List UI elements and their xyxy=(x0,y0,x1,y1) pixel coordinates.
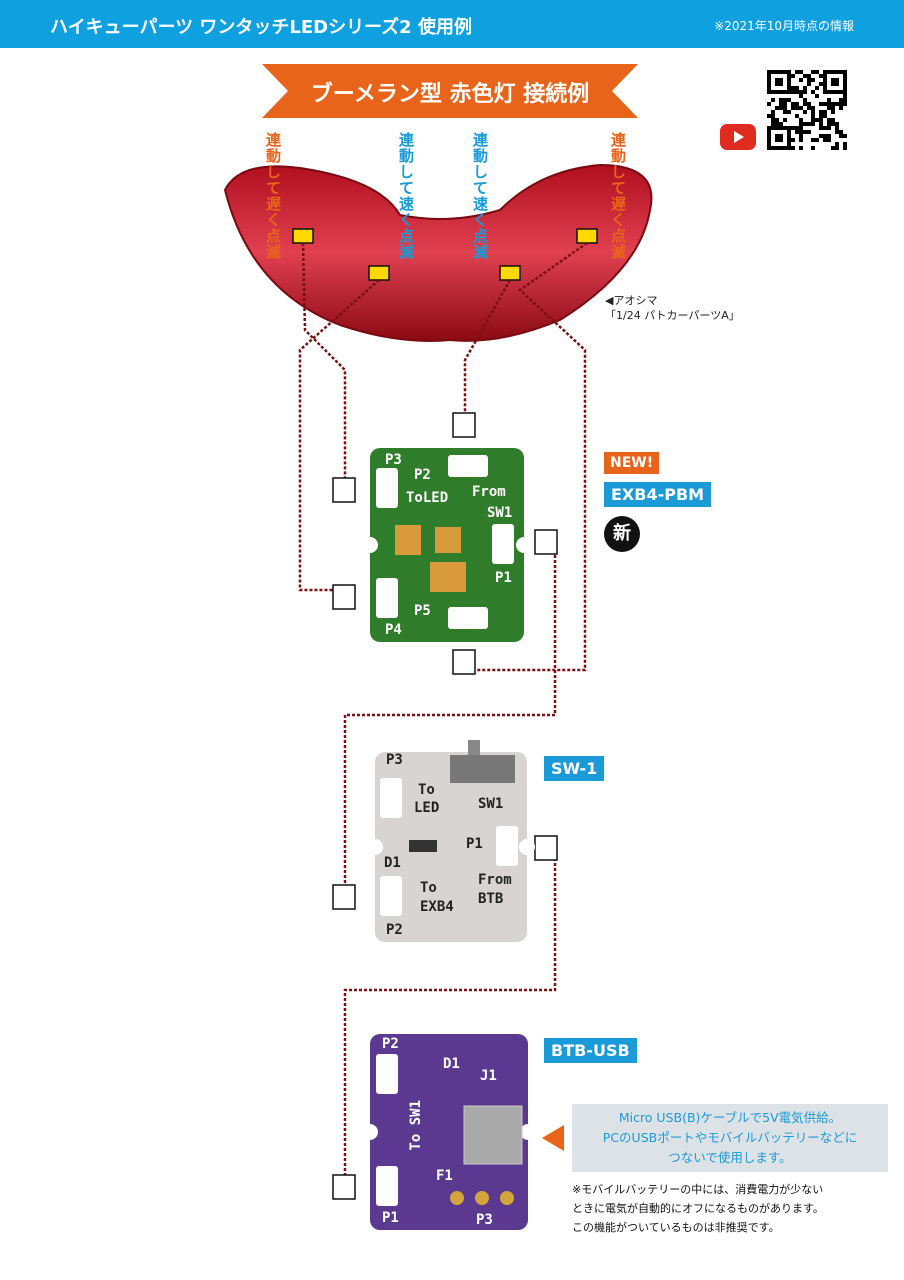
wire xyxy=(343,545,557,892)
silk-label: P4 xyxy=(385,622,402,638)
silk-label: SW1 xyxy=(478,796,504,812)
page-title: ハイキューパーツ ワンタッチLEDシリーズ2 使用例 xyxy=(50,17,472,38)
warning-line: この機能がついているものは非推奨です。 xyxy=(572,1221,780,1234)
wire xyxy=(463,279,512,415)
silk-label: P2 xyxy=(414,467,431,483)
silk-label: F1 xyxy=(436,1168,453,1184)
silk-label: From xyxy=(472,484,506,500)
sw1-board xyxy=(375,752,527,942)
silk-label: D1 xyxy=(384,855,401,871)
led-outer-left xyxy=(292,228,314,244)
wire xyxy=(298,279,380,592)
note-line: Micro USB(B)ケーブルで5V電気供給。 xyxy=(618,1110,842,1125)
silk-label: J1 xyxy=(480,1068,497,1084)
silk-label: D1 xyxy=(443,1056,460,1072)
silk-label: P2 xyxy=(382,1036,399,1052)
silk-label: BTB xyxy=(478,891,504,907)
product-caption: ◀アオシマ 「1/24 パトカーパーツA」 xyxy=(605,293,740,323)
silk-label: From xyxy=(478,872,512,888)
led-inner-right xyxy=(499,265,521,281)
warning-line: ときに電気が自動的にオフになるものがあります。 xyxy=(572,1202,824,1215)
note-line: つないで使用します。 xyxy=(668,1150,792,1165)
silk-label: P1 xyxy=(382,1210,399,1226)
silk-label: P1 xyxy=(466,836,483,852)
silk-label: P3 xyxy=(386,752,403,768)
silk-label: SW1 xyxy=(487,505,513,521)
caption-line: 「1/24 パトカーパーツA」 xyxy=(605,309,740,322)
silk-label: To xyxy=(418,782,435,798)
board-name-sw1: SW-1 xyxy=(544,756,605,781)
led-label-slow: 連動して遅く点滅 xyxy=(609,132,627,260)
boomerang-light xyxy=(223,163,653,342)
silk-label: P1 xyxy=(495,570,512,586)
qr-code[interactable] xyxy=(767,70,847,150)
caption-line: ◀アオシマ xyxy=(605,294,658,307)
silk-label: P3 xyxy=(385,452,402,468)
silk-label: P3 xyxy=(476,1212,493,1228)
arrow-left-icon xyxy=(542,1125,564,1151)
new-logo-badge: 新 xyxy=(604,516,640,552)
note-line: PCのUSBポートやモバイルバッテリーなどに xyxy=(602,1130,858,1145)
warning-line: ※モバイルバッテリーの中には、消費電力が少ない xyxy=(572,1183,824,1196)
led-outer-right xyxy=(576,228,598,244)
youtube-icon[interactable] xyxy=(720,124,756,150)
wire xyxy=(465,241,588,672)
silk-label: EXB4 xyxy=(420,899,454,915)
silk-label: To SW1 xyxy=(408,1100,424,1151)
silk-label: P5 xyxy=(414,603,431,619)
header-bar: ハイキューパーツ ワンタッチLEDシリーズ2 使用例 ※2021年10月時点の情… xyxy=(0,0,904,48)
banner-title: ブーメラン型 赤色灯 接続例 xyxy=(310,82,590,107)
led-label-fast: 連動して速く点滅 xyxy=(471,132,489,260)
new-badge: NEW! xyxy=(604,452,660,474)
silk-label: ToLED xyxy=(406,490,449,506)
silk-label: P2 xyxy=(386,922,403,938)
board-name-btb: BTB-USB xyxy=(544,1038,637,1063)
board-name-exb4: EXB4-PBM xyxy=(604,482,712,507)
led-label-fast: 連動して速く点滅 xyxy=(397,132,415,260)
btb-board xyxy=(370,1034,528,1230)
led-label-slow: 連動して遅く点滅 xyxy=(264,132,282,260)
battery-warning: ※モバイルバッテリーの中には、消費電力が少ない ときに電気が自動的にオフになるも… xyxy=(572,1180,824,1237)
silk-label: To xyxy=(420,880,437,896)
led-inner-left xyxy=(368,265,390,281)
silk-label: LED xyxy=(414,800,440,816)
date-note: ※2021年10月時点の情報 xyxy=(714,19,854,33)
section-banner: ブーメラン型 赤色灯 接続例 xyxy=(262,64,638,118)
connector-plugs xyxy=(332,412,558,1200)
usb-power-note: Micro USB(B)ケーブルで5V電気供給。 PCのUSBポートやモバイルバ… xyxy=(572,1104,888,1172)
